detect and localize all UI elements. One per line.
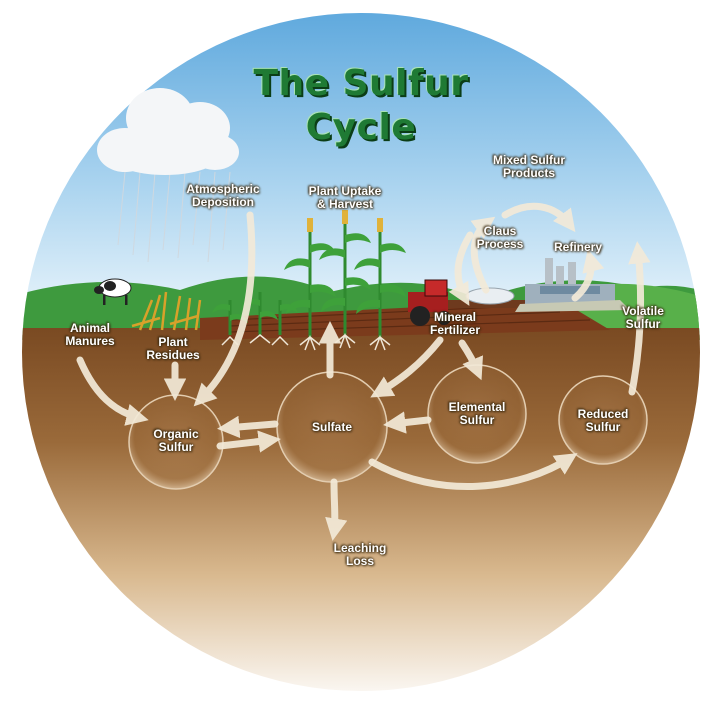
cow <box>94 278 132 305</box>
label-plant-uptake-harvest: Plant Uptake & Harvest <box>297 185 393 211</box>
label-text: Elemental <box>448 400 506 414</box>
corn-plants <box>212 210 406 351</box>
arrow-to-fertilizer <box>448 231 474 306</box>
label-organic-sulfur: Organic Sulfur <box>141 428 211 454</box>
arrow-sulfate-to-organic <box>217 415 279 439</box>
label-text: Sulfur <box>158 440 194 454</box>
label-reduced-sulfur: Reduced Sulfur <box>568 408 638 434</box>
label-volatile-sulfur: Volatile Sulfur <box>612 305 674 331</box>
soil-pools <box>128 364 648 490</box>
label-leaching-loss: Leaching Loss <box>322 542 398 568</box>
arrow-mixed-sulfur <box>501 202 576 233</box>
arrow-elemental-to-sulfate <box>383 411 432 434</box>
label-claus-process: Claus Process <box>470 225 530 251</box>
label-text: Products <box>502 166 555 180</box>
arrow-animal-manures <box>76 356 149 426</box>
label-text: Leaching <box>333 541 387 555</box>
reduced-sulfur-pool <box>558 375 648 465</box>
label-text: Sulfur <box>585 420 621 434</box>
diagram-title: The Sulfur Cycle <box>211 62 511 150</box>
label-text: Process <box>476 237 524 251</box>
label-text: Mineral <box>433 310 476 324</box>
label-text: Manures <box>65 334 115 348</box>
arrow-organic-to-sulfate <box>216 430 281 453</box>
label-refinery: Refinery <box>545 241 611 254</box>
label-animal-manures: Animal Manures <box>55 322 125 348</box>
label-text: Residues <box>146 348 200 362</box>
label-elemental-sulfur: Elemental Sulfur <box>437 401 517 427</box>
label-text: Organic <box>153 427 199 441</box>
label-text: Reduced <box>577 407 629 421</box>
arrow-mineral-to-elemental <box>458 339 483 381</box>
label-atmospheric-deposition: Atmospheric Deposition <box>177 183 269 209</box>
label-plant-residues: Plant Residues <box>138 336 208 362</box>
label-text: Mixed Sulfur <box>492 153 565 167</box>
label-text: Volatile <box>622 304 664 318</box>
label-text: Animal <box>69 321 110 335</box>
arrow-refinery-claus <box>571 249 605 302</box>
label-text: Plant <box>158 335 188 349</box>
title-line-1: The Sulfur <box>253 63 469 104</box>
arrow-claus-loop <box>470 216 496 294</box>
rain-cloud <box>97 88 239 263</box>
arrow-leaching <box>325 478 348 541</box>
label-text: Deposition <box>192 195 254 209</box>
flow-arrows <box>76 202 651 541</box>
label-text: Sulfate <box>311 420 352 434</box>
label-mixed-sulfur-products: Mixed Sulfur Products <box>483 154 575 180</box>
arrow-atmospheric-deposition <box>193 211 256 407</box>
label-text: Sulfur <box>459 413 495 427</box>
arrow-volatile-sulfur <box>628 241 651 396</box>
arrow-sulfate-to-reduced <box>368 453 578 490</box>
label-text: Sulfur <box>625 317 661 331</box>
label-text: Loss <box>345 554 374 568</box>
refinery <box>515 258 630 312</box>
plant-residues <box>131 291 202 331</box>
arrow-mineral-to-sulfate <box>370 336 444 398</box>
title-line-2: Cycle <box>305 107 417 148</box>
label-text: & Harvest <box>316 197 374 211</box>
label-text: Refinery <box>553 240 603 254</box>
label-text: Atmospheric <box>186 182 260 196</box>
tractor <box>408 279 568 326</box>
label-sulfate: Sulfate <box>298 421 366 434</box>
label-text: Claus <box>483 224 517 238</box>
label-mineral-fertilizer: Mineral Fertilizer <box>420 311 490 337</box>
label-text: Plant Uptake <box>308 184 382 198</box>
label-text: Fertilizer <box>429 323 480 337</box>
